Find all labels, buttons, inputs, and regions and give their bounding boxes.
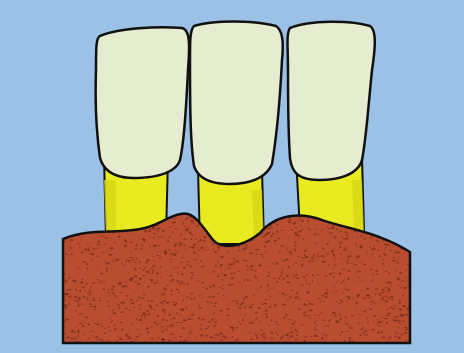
crown-left [96, 27, 189, 178]
crown-right [288, 22, 375, 180]
crowns-group [96, 22, 375, 185]
root-left-shade [104, 180, 116, 238]
crown-middle [190, 22, 283, 185]
root-right-shade [352, 180, 364, 232]
